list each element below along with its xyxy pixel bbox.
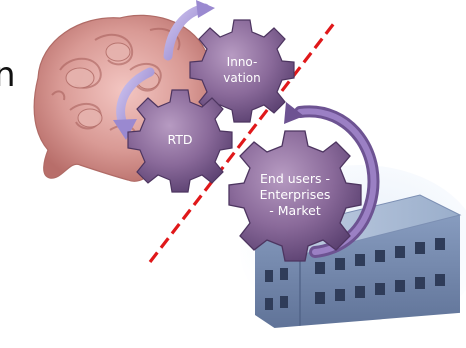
end-users-label-line3: - Market [269, 203, 321, 218]
gear-end-users: End users - Enterprises - Market [228, 130, 362, 262]
gear-rtd: RTD [127, 89, 233, 193]
edge-letter: n [0, 55, 16, 95]
dashed-divider-line [148, 21, 337, 263]
innovation-label-line1: Inno- [227, 55, 258, 69]
gear-icon [228, 130, 362, 262]
gear-innovation: Inno- vation [189, 19, 295, 123]
gear-icon [189, 19, 295, 123]
end-users-label-line2: Enterprises [260, 187, 331, 202]
rtd-label: RTD [167, 132, 192, 147]
innovation-label-line2: vation [223, 71, 260, 85]
gear-icon [127, 89, 233, 193]
end-users-label-line1: End users - [260, 171, 330, 186]
